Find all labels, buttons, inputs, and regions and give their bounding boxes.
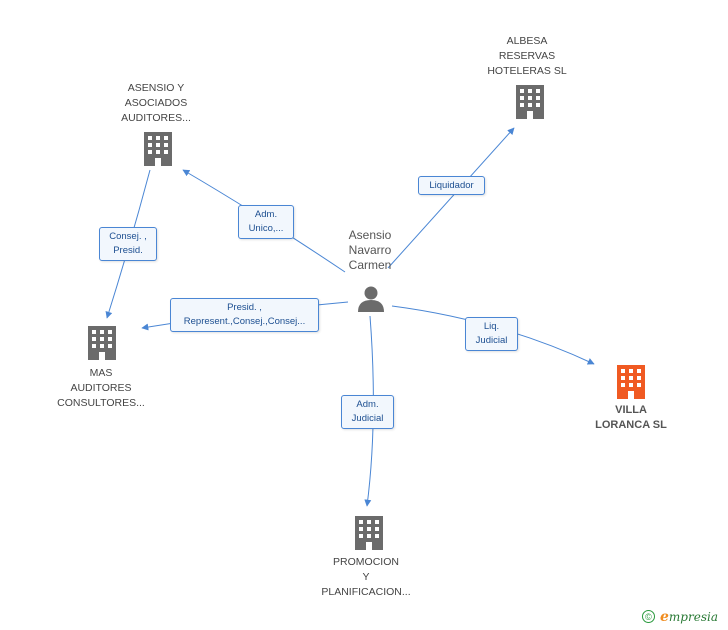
company-name-promocion[interactable]: PROMOCION Y PLANIFICACION... [321,556,411,598]
edge-person-albesa [387,127,515,269]
building-icon[interactable] [354,516,384,550]
company-name-villa[interactable]: VILLA LORANCA SL [595,404,667,431]
edge-label-liquidador[interactable]: Liquidador [418,176,485,195]
brand-footer: © empresia [638,608,728,630]
company-name-albesa[interactable]: ALBESA RESERVAS HOTELERAS SL [487,35,567,77]
building-icon[interactable] [143,132,173,166]
edge-label-presid-represent[interactable]: Presid. , Represent.,Consej.,Consej... [170,298,319,332]
edge-label-adm-unico[interactable]: Adm. Unico,... [238,205,294,239]
company-name-mas[interactable]: MAS AUDITORES CONSULTORES... [57,367,145,409]
company-name-asensio[interactable]: ASENSIO Y ASOCIADOS AUDITORES... [121,82,191,124]
person-name[interactable]: Asensio Navarro Carmen [348,228,392,272]
building-icon-highlighted[interactable] [616,365,646,399]
building-icon[interactable] [87,326,117,360]
person-icon[interactable] [356,285,386,313]
building-icon[interactable] [515,85,545,119]
edge-label-consej-presid[interactable]: Consej. , Presid. [99,227,157,261]
brand-logo[interactable]: empresia [660,609,718,625]
edge-label-liq-judicial[interactable]: Liq. Judicial [465,317,518,351]
copyright-icon: © [642,610,655,623]
edge-label-adm-judicial[interactable]: Adm. Judicial [341,395,394,429]
